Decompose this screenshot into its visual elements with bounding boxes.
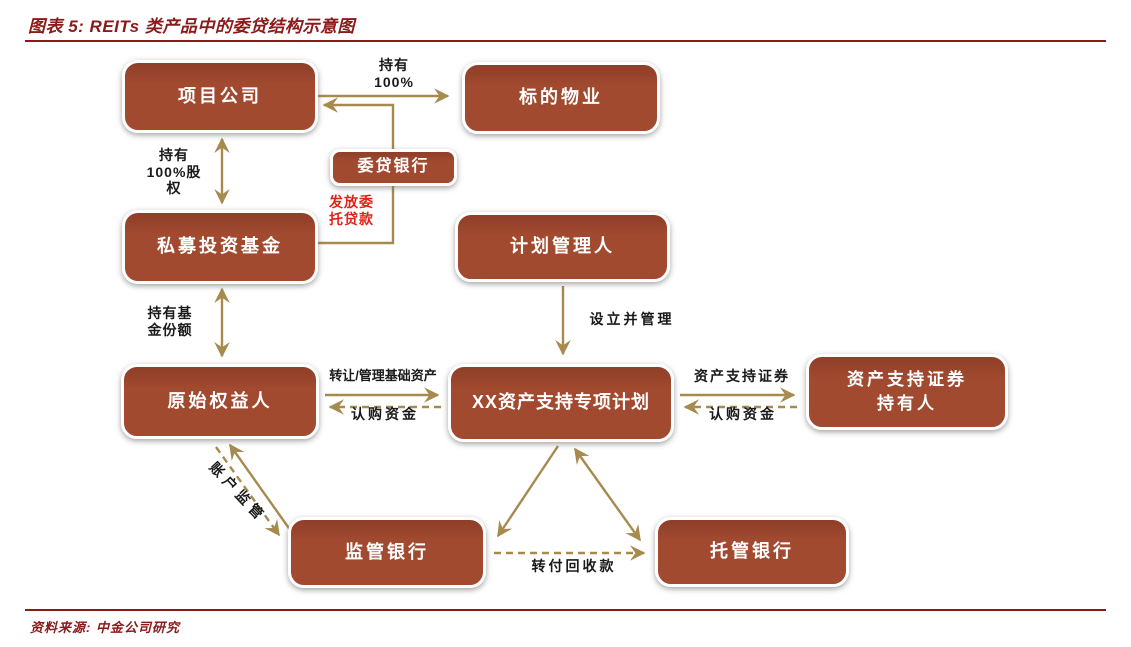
edge-label-subscription-funds-right: 认购资金 — [709, 406, 777, 422]
edge-label-subscription-funds-left: 认购资金 — [351, 406, 419, 422]
edge-label-transfer-manage-assets: 转让/管理基础资产 — [329, 368, 437, 383]
node-project-company: 项目公司 — [122, 60, 318, 133]
node-supervising-bank: 监管银行 — [288, 517, 486, 588]
edge-label-hold-100-equity: 持有 100%股 权 — [146, 147, 202, 197]
arrow-plan-to-supervising-bank — [497, 445, 559, 538]
arrow-plan-custodian-bank — [574, 447, 641, 542]
arrow-supervising-bank-to-owner — [229, 443, 294, 535]
figure-title: 图表 5: REITs 类产品中的委贷结构示意图 — [28, 17, 355, 36]
node-abs-plan: XX资产支持专项计划 — [448, 364, 674, 442]
node-private-fund: 私募投资基金 — [122, 210, 318, 284]
source-note: 资料来源: 中金公司研究 — [30, 620, 180, 635]
edge-label-establish-manage: 设立并管理 — [589, 311, 675, 327]
title-divider — [25, 40, 1106, 42]
node-target-property: 标的物业 — [462, 62, 660, 134]
node-abs-holders: 资产支持证券 持有人 — [806, 354, 1008, 430]
arrow-owner-to-supervising-bank — [215, 446, 280, 537]
edge-label-abs-securities: 资产支持证券 — [694, 368, 790, 384]
edge-label-hold-100: 持有 100% — [374, 57, 414, 90]
edge-label-issue-entrusted-loan: 发放委 托贷款 — [329, 194, 374, 227]
source-divider — [25, 609, 1106, 611]
edge-label-hold-fund-shares: 持有基 金份额 — [147, 305, 193, 338]
edge-label-transfer-collections: 转付回收款 — [531, 558, 617, 574]
node-original-owner: 原始权益人 — [121, 364, 319, 439]
node-entrusted-loan-bank: 委贷银行 — [330, 149, 457, 186]
node-plan-manager: 计划管理人 — [455, 212, 670, 282]
node-custodian-bank: 托管银行 — [655, 517, 849, 587]
